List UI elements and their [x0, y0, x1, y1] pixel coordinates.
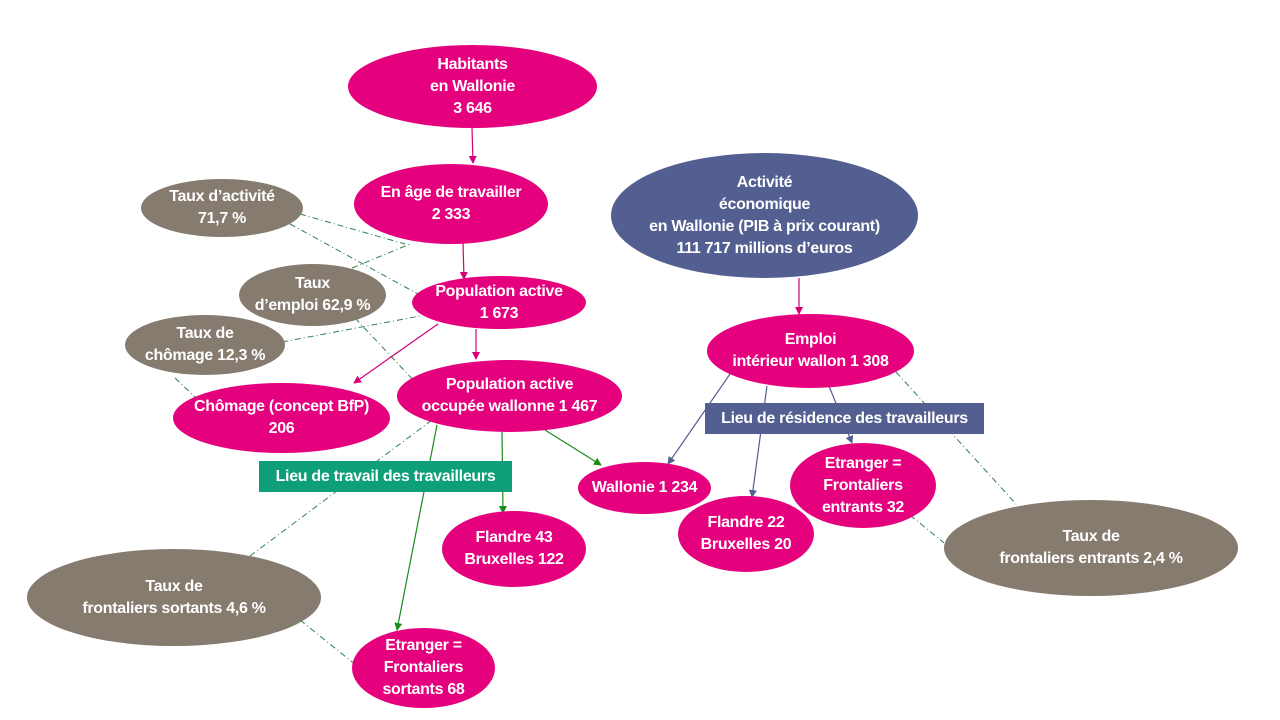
activite-line2: économique — [718, 195, 811, 213]
flandre-in-line2: Bruxelles 20 — [700, 536, 792, 553]
taux-activite-line1: Taux d’activité — [169, 188, 275, 205]
link-taux-entrants-a — [895, 371, 1017, 505]
taux-frontaliers-sortants-node: Taux de frontaliers sortants 4,6 % — [27, 549, 321, 646]
etranger-sortants-line3: sortants 68 — [382, 681, 465, 698]
etranger-entrants-line3: entrants 32 — [821, 498, 905, 516]
etranger-sortants-line2: Frontaliers — [383, 659, 464, 676]
taux-emploi-line1: Taux — [295, 275, 330, 292]
link-taux-chomage-a — [281, 315, 421, 343]
arrow-emploi-wallonie — [667, 373, 731, 465]
activite-line3: en Wallonie (PIB à prix courant) — [649, 217, 880, 235]
age-travailler-node: En âge de travailler 2 333 — [354, 164, 548, 244]
chomage-line1: Chômage (concept BfP) — [193, 398, 370, 415]
taux-chomage-line1: Taux de — [176, 325, 234, 342]
habitants-node: Habitants en Wallonie 3 646 — [348, 45, 597, 128]
flandre-in-line1: Flandre 22 — [707, 514, 785, 531]
population-active-occupee-line1: Population active — [445, 376, 574, 393]
activite-economique-node: Activité économique en Wallonie (PIB à p… — [611, 153, 918, 278]
population-active-node: Population active 1 673 — [412, 276, 586, 329]
flandre-out-line2: Bruxelles 122 — [464, 551, 564, 568]
wallonie-node: Wallonie 1 234 — [578, 462, 711, 514]
emploi-interieur-node: Emploi intérieur wallon 1 308 — [707, 314, 914, 388]
chomage-line2: 206 — [268, 420, 295, 437]
taux-emploi-node: Taux d’emploi 62,9 % — [239, 264, 386, 326]
emploi-interieur-line2: intérieur wallon 1 308 — [732, 353, 889, 370]
age-travailler-line1: En âge de travailler — [380, 184, 522, 201]
etranger-entrants-line2: Frontaliers — [823, 476, 903, 494]
link-taux-sortants-b — [299, 619, 357, 666]
taux-sortants-line1: Taux de — [145, 577, 203, 595]
population-active-line1: Population active — [435, 282, 563, 300]
activite-line4: 111 717 millions d’euros — [676, 239, 853, 257]
etranger-entrants-node: Etranger = Frontaliers entrants 32 — [790, 443, 936, 528]
chomage-node: Chômage (concept BfP) 206 — [173, 383, 390, 453]
etranger-entrants-line1: Etranger = — [824, 454, 902, 472]
population-active-line2: 1 673 — [479, 304, 519, 322]
activite-line1: Activité — [736, 173, 793, 191]
arrow-habitants-age — [468, 127, 477, 164]
taux-emploi-line2: d’emploi 62,9 % — [254, 297, 371, 314]
taux-chomage-node: Taux de chômage 12,3 % — [125, 315, 285, 375]
habitants-line1: Habitants — [437, 55, 508, 73]
link-taux-activite-b — [289, 223, 419, 295]
link-taux-emploi-a — [351, 243, 411, 269]
population-active-occupee-node: Population active occupée wallonne 1 467 — [397, 360, 622, 432]
flandre-bruxelles-sortants-node: Flandre 43 Bruxelles 122 — [442, 511, 586, 587]
population-active-occupee-line2: occupée wallonne 1 467 — [421, 398, 598, 415]
taux-entrants-line1: Taux de — [1062, 528, 1120, 545]
etranger-sortants-node: Etranger = Frontaliers sortants 68 — [352, 628, 495, 708]
emploi-interieur-line1: Emploi — [784, 331, 837, 348]
flandre-bruxelles-entrants-node: Flandre 22 Bruxelles 20 — [678, 496, 814, 572]
link-taux-activite-a — [299, 213, 406, 245]
taux-frontaliers-entrants-node: Taux de frontaliers entrants 2,4 % — [944, 500, 1238, 596]
wallonie-line1: Wallonie 1 234 — [591, 479, 698, 496]
age-travailler-line2: 2 333 — [431, 206, 471, 223]
taux-entrants-line2: frontaliers entrants 2,4 % — [999, 550, 1183, 567]
flandre-out-line1: Flandre 43 — [475, 529, 553, 546]
lieu-travail-label: Lieu de travail des travailleurs — [259, 461, 512, 492]
link-taux-entrants-b — [909, 514, 945, 544]
taux-sortants-line2: frontaliers sortants 4,6 % — [82, 599, 266, 617]
taux-chomage-line2: chômage 12,3 % — [144, 347, 266, 364]
etranger-sortants-line1: Etranger = — [385, 637, 462, 654]
arrow-occupee-wallonie — [544, 429, 602, 466]
habitants-line3: 3 646 — [453, 99, 492, 117]
arrow-popactive-chomage — [353, 323, 439, 384]
arrow-age-popactive — [459, 242, 468, 280]
lieu-residence-label: Lieu de résidence des travailleurs — [705, 403, 984, 434]
link-taux-emploi-b — [354, 317, 419, 386]
taux-activite-line2: 71,7 % — [197, 210, 246, 227]
taux-activite-node: Taux d’activité 71,7 % — [141, 179, 303, 237]
arrow-occupee-etranger — [394, 424, 438, 631]
habitants-line2: en Wallonie — [429, 77, 515, 95]
